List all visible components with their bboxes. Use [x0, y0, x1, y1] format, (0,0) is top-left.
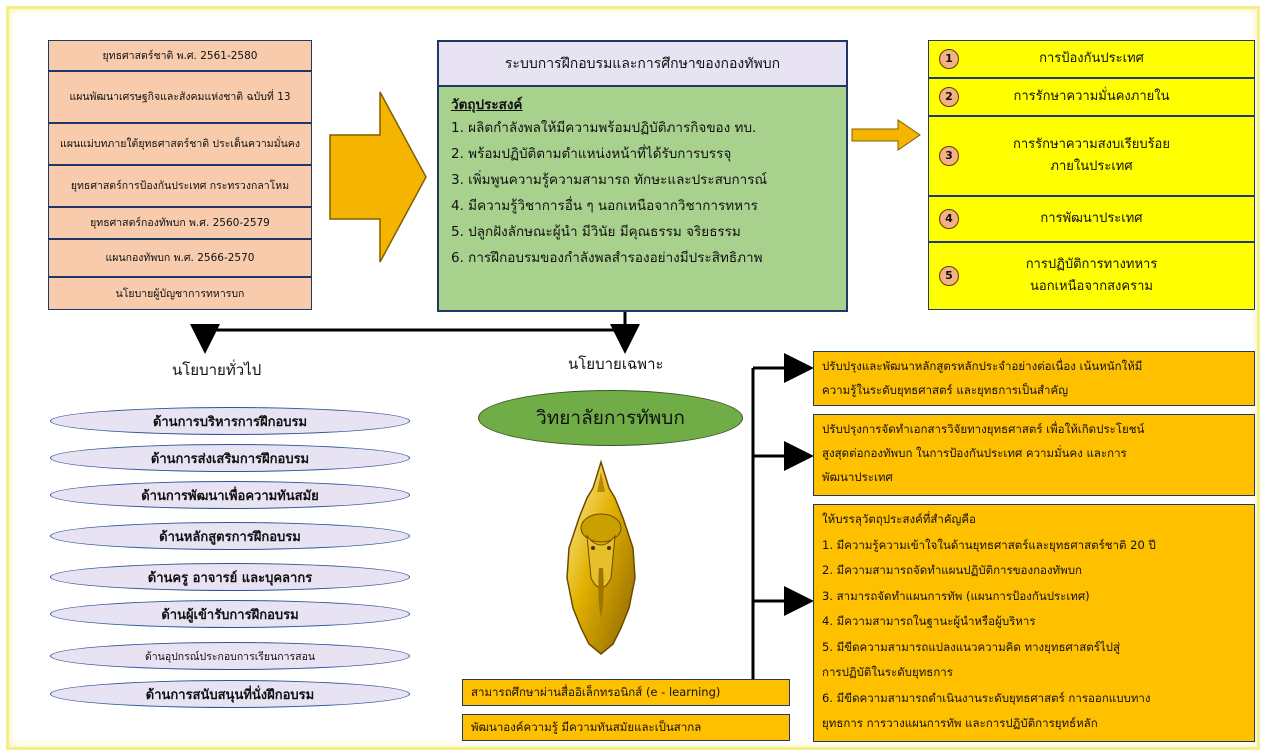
number-badge: 1 — [939, 49, 959, 69]
big-arrow-right — [329, 91, 427, 263]
source-box-defense-strategy: ยุทธศาสตร์การป้องกันประเทศ กระทรวงกลาโหม — [48, 165, 312, 207]
training-system-title: ระบบการฝึกอบรมและการศึกษาของกองทัพบก — [437, 40, 848, 87]
modern-knowledge-box: พัฒนาองค์ความรู้ มีความทันสมัยและเป็นสาก… — [462, 714, 790, 741]
objective-item: 3. เพิ่มพูนความรู้ความสามารถ ทักษะและประ… — [451, 172, 768, 188]
general-policy-heading: นโยบายทั่วไป — [172, 361, 262, 379]
number-badge: 5 — [939, 266, 959, 286]
policy-oval-modernization: ด้านการพัฒนาเพื่อความทันสมัย — [50, 481, 410, 509]
mission-label: การรักษาความสงบเรียบร้อย ภายในประเทศ — [1013, 134, 1170, 178]
number-badge: 4 — [939, 209, 959, 229]
policy-oval-instructors: ด้านครู อาจารย์ และบุคลากร — [50, 563, 410, 591]
policy-oval-curriculum: ด้านหลักสูตรการฝึกอบรม — [50, 522, 410, 550]
mission-label-line: การรักษาความสงบเรียบร้อย — [1013, 137, 1170, 152]
goal-item: 6. มีขีดความสามารถดำเนินงานระดับยุทธศาสต… — [822, 690, 1151, 705]
number-badge: 3 — [939, 146, 959, 166]
number-badge: 2 — [939, 87, 959, 107]
source-box-commander-policy: นโยบายผู้บัญชาการทหารบก — [48, 277, 312, 310]
mission-label: การป้องกันประเทศ — [1039, 51, 1144, 66]
source-box-master-plan: แผนแม่บทภายใต้ยุทธศาสตร์ชาติ ประเด็นความ… — [48, 123, 312, 165]
page-frame — [6, 6, 1260, 750]
curriculum-improvement-box: ปรับปรุงและพัฒนาหลักสูตรหลักประจำอย่างต่… — [813, 351, 1255, 406]
source-box-army-strategy: ยุทธศาสตร์กองทัพบก พ.ศ. 2560-2579 — [48, 207, 312, 239]
objectives-panel: วัตถุประสงค์ 1. ผลิตกำลังพลให้มีความพร้อ… — [437, 87, 848, 312]
box-line: ความรู้ในระดับยุทธศาสตร์ และยุทธการเป็นส… — [822, 383, 1069, 397]
source-box-development-plan: แผนพัฒนาเศรษฐกิจและสังคมแห่งชาติ ฉบับที่… — [48, 71, 312, 123]
policy-oval-equipment: ด้านอุปกรณ์ประกอบการเรียนการสอน — [50, 642, 410, 670]
mission-box-1: 1 การป้องกันประเทศ — [928, 40, 1255, 78]
box-line: ปรับปรุงการจัดทำเอกสารวิจัยทางยุทธศาสตร์… — [822, 422, 1145, 436]
source-box-national-strategy: ยุทธศาสตร์ชาติ พ.ศ. 2561-2580 — [48, 40, 312, 71]
elephant-emblem-icon — [566, 459, 636, 655]
goal-item: 3. สามารถจัดทำแผนการทัพ (แผนการป้องกันปร… — [822, 588, 1090, 603]
objectives-title: วัตถุประสงค์ — [451, 97, 523, 113]
elearning-box: สามารถศึกษาผ่านสื่ออิเล็กทรอนิกส์ (e - l… — [462, 679, 790, 706]
policy-oval-seat-support: ด้านการสนับสนุนที่นั่งฝึกอบรม — [50, 680, 410, 708]
goal-item: 1. มีความรู้ความเข้าใจในด้านยุทธศาสตร์แล… — [822, 537, 1156, 552]
goal-item: การปฏิบัติในระดับยุทธการ — [822, 665, 953, 679]
box-line: พัฒนาประเทศ — [822, 470, 893, 484]
mission-box-4: 4 การพัฒนาประเทศ — [928, 196, 1255, 242]
box-line: สูงสุดต่อกองทัพบก ในการป้องกันประเทศ ควา… — [822, 446, 1127, 460]
source-box-army-plan: แผนกองทัพบก พ.ศ. 2566-2570 — [48, 239, 312, 277]
goal-item: ยุทธการ การวางแผนการทัพ และการปฏิบัติการ… — [822, 716, 1098, 730]
policy-oval-training-promotion: ด้านการส่งเสริมการฝึกอบรม — [50, 444, 410, 472]
small-arrow-right — [851, 119, 921, 151]
mission-label: การรักษาความมั่นคงภายใน — [1013, 89, 1170, 104]
goal-item: 4. มีความสามารถในฐานะผู้นำหรือผู้บริหาร — [822, 614, 1036, 628]
mission-label-line: นอกเหนือจากสงคราม — [1030, 279, 1153, 294]
mission-box-3: 3 การรักษาความสงบเรียบร้อย ภายในประเทศ — [928, 116, 1255, 196]
policy-oval-trainees: ด้านผู้เข้ารับการฝึกอบรม — [50, 600, 410, 628]
key-goals-box: ให้บรรลุวัตถุประสงค์ที่สำคัญคือ 1. มีควา… — [813, 504, 1255, 742]
goal-item: 5. มีขีดความสามารถแปลงแนวความคิด ทางยุทธ… — [822, 639, 1121, 654]
objective-item: 2. พร้อมปฏิบัติตามตำแหน่งหน้าที่ได้รับกา… — [451, 146, 732, 162]
research-improvement-box: ปรับปรุงการจัดทำเอกสารวิจัยทางยุทธศาสตร์… — [813, 414, 1255, 496]
mission-box-2: 2 การรักษาความมั่นคงภายใน — [928, 78, 1255, 116]
goal-item: 2. มีความสามารถจัดทำแผนปฏิบัติการของกองท… — [822, 563, 1082, 577]
objective-item: 1. ผลิตกำลังพลให้มีความพร้อมปฏิบัติภารกิ… — [451, 120, 757, 136]
box-line: ปรับปรุงและพัฒนาหลักสูตรหลักประจำอย่างต่… — [822, 359, 1143, 373]
objective-item: 6. การฝึกอบรมของกำลังพลสำรองอย่างมีประสิ… — [451, 250, 763, 266]
objective-item: 5. ปลูกฝังลักษณะผู้นำ มีวินัย มีคุณธรรม … — [451, 224, 741, 240]
specific-policy-heading: นโยบายเฉพาะ — [568, 355, 664, 373]
goals-title: ให้บรรลุวัตถุประสงค์ที่สำคัญคือ — [822, 512, 976, 526]
mission-label: การพัฒนาประเทศ — [1040, 211, 1143, 226]
mission-label: การปฏิบัติการทางทหาร นอกเหนือจากสงคราม — [1026, 254, 1158, 298]
mission-box-5: 5 การปฏิบัติการทางทหาร นอกเหนือจากสงคราม — [928, 242, 1255, 310]
objective-item: 4. มีความรู้วิชาการอื่น ๆ นอกเหนือจากวิช… — [451, 198, 758, 214]
policy-oval-training-admin: ด้านการบริหารการฝึกอบรม — [50, 407, 410, 435]
mission-label-line: ภายในประเทศ — [1050, 159, 1133, 174]
mission-label-line: การปฏิบัติการทางทหาร — [1025, 257, 1158, 272]
army-war-college-oval: วิทยาลัยการทัพบก — [478, 390, 743, 446]
